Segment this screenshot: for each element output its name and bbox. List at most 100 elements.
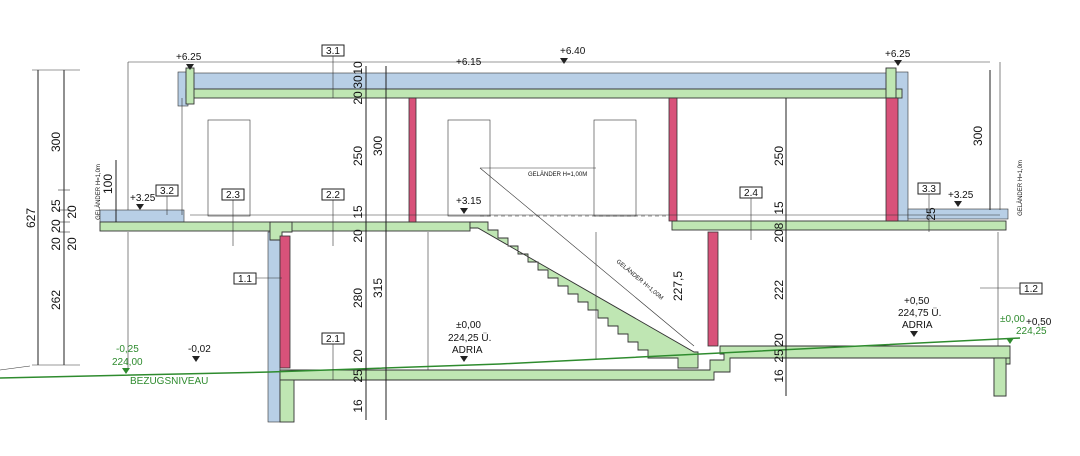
dim-right-16: 16 [772,369,786,383]
dim-mid-10: 10 [351,61,365,75]
svg-text:2.3: 2.3 [226,190,240,201]
dim-20-left-d: 20 [65,237,79,251]
dim-mid-20c: 20 [351,349,365,363]
level-000: ±0,00 [456,320,481,331]
dim-262: 262 [49,290,63,310]
room-tag-3-2: 3.2 [155,184,179,197]
upper-floor-slab-right [671,220,1007,231]
wall-lower-1 [279,235,291,369]
right-level-abs: 224,25 [1016,326,1047,337]
room-tag-2-4: 2.4 [739,186,763,199]
dim-right-20: 20 [772,229,786,243]
dim-mid-25: 25 [351,369,365,383]
dim-mid-30: 30 [351,75,365,89]
stair-rail [479,167,695,347]
right-level-050: +0,50 [1026,317,1052,328]
level-marker [954,201,962,207]
dim-20-left-b: 20 [49,237,63,251]
level-315: +3.15 [456,196,482,207]
dim-20-left-a: 20 [49,219,63,233]
level-minus-025: -0,25 [116,344,139,355]
railing-label-right: GELÄNDER H=1,0m [1017,160,1024,216]
railing-label-mid: GELÄNDER H=1,00M [528,171,587,178]
dim-stair-227: 227,5 [671,271,685,301]
staircase [469,221,699,369]
left-parapet [185,67,195,105]
level-marker [910,331,918,337]
dim-mid-315: 315 [371,278,385,298]
dim-right-25c: 25 [924,207,938,221]
dim-right-222: 222 [772,280,786,300]
dim-300-left: 300 [49,132,63,152]
dim-mid-250: 250 [351,146,365,166]
terrain-step [0,365,31,371]
level-marker [186,64,194,70]
svg-text:3.1: 3.1 [326,46,340,57]
room-tag-3-3: 3.3 [917,182,941,195]
dim-25-left: 25 [49,199,63,213]
dim-mid-280: 280 [351,288,365,308]
wall-upper-2 [668,97,678,222]
dim-100-left: 100 [101,174,115,194]
dim-627: 627 [24,208,38,228]
svg-text:1.1: 1.1 [238,274,252,285]
svg-text:2.1: 2.1 [326,334,340,345]
dim-mid-15: 15 [351,205,365,219]
roof-slab [185,88,903,99]
dim-right-15: 15 [772,201,786,215]
level-625-right: +6.25 [885,49,911,60]
door [447,119,491,217]
level-minus-025-abs: 224,00 [112,357,143,368]
railing-label-left: GELÄNDER H=1,0m [95,164,102,220]
right-foundation [993,357,1007,397]
level-marker-green [1006,338,1014,344]
wall-upper-1 [408,97,417,223]
door [207,119,251,217]
room-adria-left: ADRIA [452,345,483,356]
room-tag-3-1: 3.1 [321,44,345,57]
dim-20-left-c: 20 [65,205,79,219]
dim-right-20b: 20 [772,333,786,347]
level-050-abs: 224,75 Ü. [898,307,941,319]
dim-right-300: 300 [971,126,985,146]
roof-insulation [189,72,903,90]
basement-wall-insulation [267,231,281,423]
dim-mid-20a: 20 [351,91,365,105]
right-terrace-insulation [907,208,1009,220]
level-marker [460,356,468,362]
level-marker [560,58,568,64]
level-050: +0,50 [904,296,930,307]
room-tag-1-1: 1.1 [233,272,257,285]
wall-upper-3 [885,97,899,222]
level-marker [460,208,468,214]
level-marker [894,60,902,66]
ground-slab [279,345,1011,397]
level-marker [136,204,144,210]
room-tag-2-2: 2.2 [321,188,345,201]
dim-right-25: 25 [772,349,786,363]
svg-text:2.2: 2.2 [326,190,340,201]
level-minus-002: -0,02 [188,344,211,355]
level-640: +6.40 [560,46,586,57]
reference-level: BEZUGSNIVEAU [130,376,208,387]
upper-floor-slab-drop [269,221,293,241]
wall-lower-2 [707,231,719,347]
terrain-line [0,337,1021,379]
svg-text:3.3: 3.3 [922,184,936,195]
level-marker [192,356,200,362]
room-tag-1-2: 1.2 [1019,282,1043,295]
dim-right-250: 250 [772,146,786,166]
svg-text:3.2: 3.2 [160,186,174,197]
level-000-abs: 224,25 Ü. [448,332,491,344]
foundation [279,379,295,423]
dim-mid-16: 16 [351,399,365,413]
level-325-right: +3.25 [948,190,974,201]
door [593,119,637,217]
right-level-000: ±0,00 [1000,314,1025,325]
level-615: +6.15 [456,57,482,68]
room-tag-2-3: 2.3 [221,188,245,201]
svg-text:2.4: 2.4 [744,188,758,199]
level-325-left: +3.25 [130,193,156,204]
level-625-left: +6.25 [176,52,202,63]
